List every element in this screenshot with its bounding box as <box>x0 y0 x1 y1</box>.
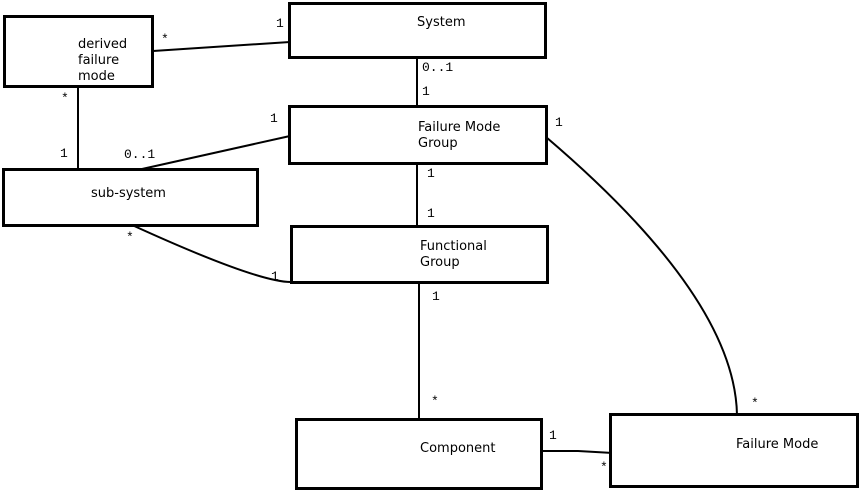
class-box-failure-mode: Failure Mode <box>609 413 859 488</box>
class-label-component: Component <box>420 441 496 456</box>
multiplicity-dfm-system-one: 1 <box>276 16 284 31</box>
class-box-component: Component <box>295 418 543 490</box>
multiplicity-dfm-subsystem-one: 1 <box>60 146 68 161</box>
class-box-derived-failure-mode: derived failure mode <box>3 15 154 88</box>
connection-failure-mode-group-failure-mode <box>545 136 738 416</box>
multiplicity-system-fmg-one: 1 <box>422 84 430 99</box>
class-box-system: System <box>288 2 547 59</box>
class-label-functional-group: Functional Group <box>420 239 487 270</box>
multiplicity-component-fm-one: 1 <box>549 428 557 443</box>
multiplicity-dfm-subsystem-star: * <box>61 91 69 106</box>
multiplicity-fg-component-one: 1 <box>432 289 440 304</box>
multiplicity-fmg-fg-one-lower: 1 <box>427 206 435 221</box>
class-label-sub-system: sub-system <box>91 186 166 201</box>
class-box-failure-mode-group: Failure Mode Group <box>288 105 548 165</box>
multiplicity-dfm-system-star: * <box>161 32 169 47</box>
multiplicity-fg-component-star: * <box>431 394 439 409</box>
multiplicity-system-fmg-zeroone: 0..1 <box>422 60 454 75</box>
class-label-failure-mode: Failure Mode <box>736 437 819 452</box>
class-label-derived-failure-mode: derived failure mode <box>78 37 128 84</box>
class-box-sub-system: sub-system <box>2 168 259 227</box>
multiplicity-fmg-fm-one: 1 <box>555 115 563 130</box>
multiplicity-subsystem-fg-star: * <box>126 230 134 245</box>
multiplicity-subsystem-fmg-zeroone: 0..1 <box>124 147 156 162</box>
multiplicity-fmg-fg-one-upper: 1 <box>427 166 435 181</box>
multiplicity-fmg-fm-star: * <box>751 396 759 411</box>
class-box-functional-group: Functional Group <box>290 225 549 284</box>
connection-derived-failure-mode-system <box>152 41 291 52</box>
connection-sub-system-functional-group <box>131 224 293 284</box>
connection-component-failure-mode <box>541 450 614 454</box>
class-label-system: System <box>417 15 466 30</box>
class-label-failure-mode-group: Failure Mode Group <box>418 120 501 151</box>
multiplicity-subsystem-fmg-one: 1 <box>270 111 278 126</box>
connection-sub-system-failure-mode-group <box>141 135 291 170</box>
multiplicity-subsystem-fg-one: 1 <box>271 269 279 284</box>
multiplicity-component-fm-star: * <box>600 460 608 475</box>
